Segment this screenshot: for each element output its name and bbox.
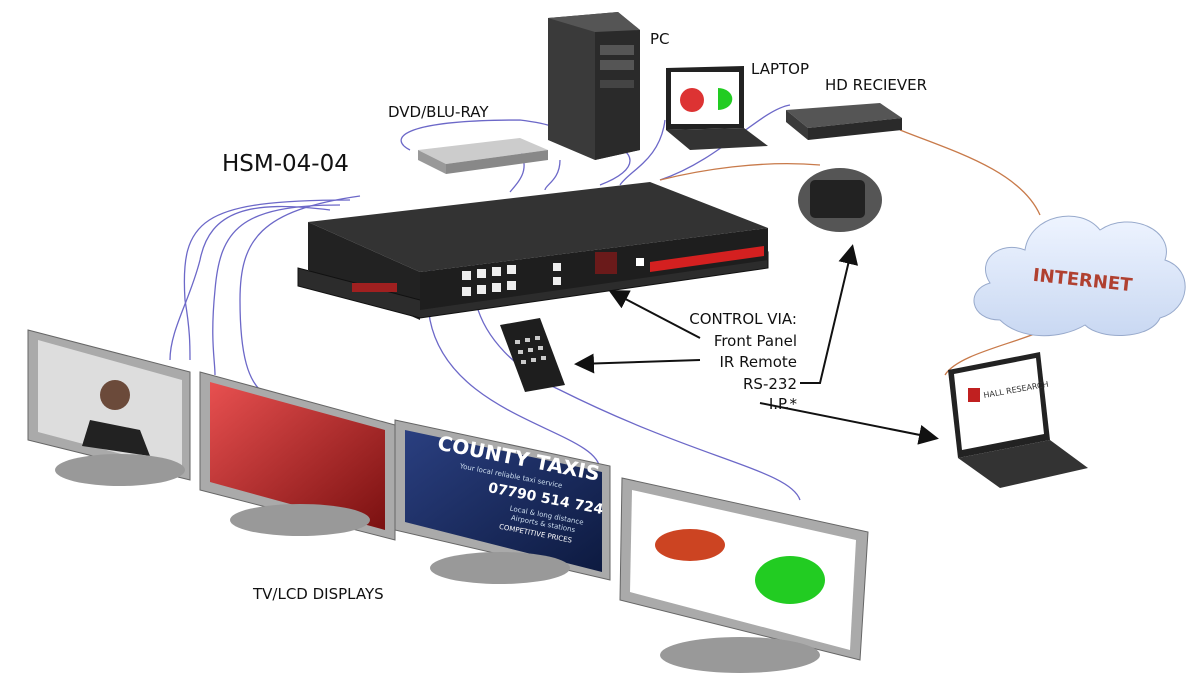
control-title: CONTROL VIA: [689, 310, 797, 328]
touch-panel-controller [798, 168, 882, 232]
internet-cloud: INTERNET [973, 215, 1186, 337]
laptop-label: LAPTOP [751, 60, 809, 78]
dvd-player [418, 138, 548, 174]
front-panel-buttons [462, 263, 561, 296]
control-methods: CONTROL VIA: Front Panel IR Remote RS-23… [689, 310, 797, 413]
hd-receiver [786, 103, 902, 140]
pc-tower [548, 12, 640, 160]
hsm-04-04-switcher [297, 182, 769, 320]
tv-display-1 [27, 329, 191, 486]
control-arrows [574, 244, 939, 445]
pc-label: PC [650, 30, 670, 48]
tv-display-2 [199, 371, 396, 541]
hd-receiver-label: HD RECIEVER [825, 76, 927, 94]
dvd-label: DVD/BLU-RAY [388, 103, 489, 121]
laptop-top [666, 66, 768, 150]
control-ir-remote: IR Remote [720, 353, 798, 371]
tv-display-3: COUNTY TAXIS Your local reliable taxi se… [394, 419, 611, 584]
ip-control-laptop: HALL RESEARCH [948, 352, 1088, 488]
device-model-label: HSM-04-04 [222, 151, 349, 177]
tv-display-4 [619, 477, 869, 673]
control-front-panel: Front Panel [714, 332, 797, 350]
control-rs232: RS-232 [743, 375, 797, 393]
ir-remote [500, 318, 565, 392]
displays-label: TV/LCD DISPLAYS [252, 585, 384, 603]
